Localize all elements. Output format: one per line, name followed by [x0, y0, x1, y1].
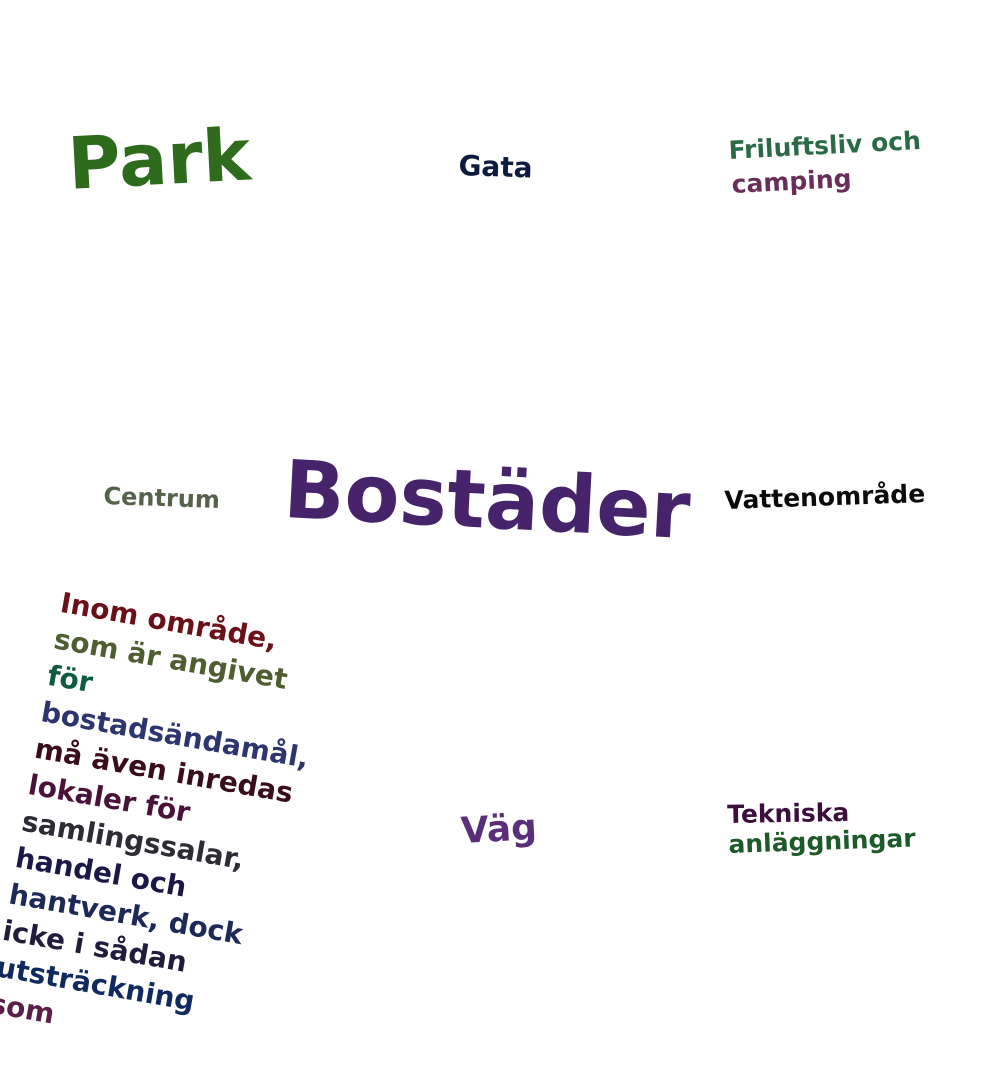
- word-vag: Väg: [459, 807, 538, 852]
- word-anlaggningar: anläggningar: [727, 823, 917, 859]
- zoning-note: Inom område, som är angivet för bostadsä…: [0, 584, 331, 1068]
- word-tekniska: Tekniska: [726, 797, 850, 829]
- word-camping: camping: [730, 163, 853, 199]
- word-vattenomrade: Vattenområde: [723, 478, 926, 515]
- word-bostader: Bostäder: [281, 443, 693, 558]
- word-friluftsliv-och: Friluftsliv och: [727, 125, 922, 165]
- word-gata: Gata: [457, 149, 534, 185]
- word-centrum: Centrum: [103, 482, 221, 515]
- word-park: Park: [65, 112, 253, 206]
